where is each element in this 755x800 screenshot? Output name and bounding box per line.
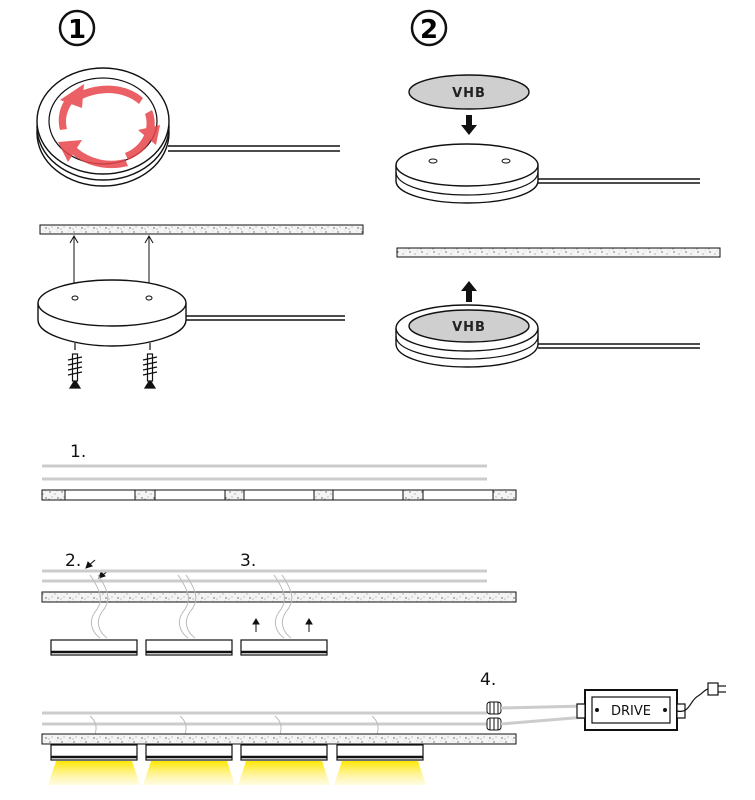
sub-step-1-label: 1. xyxy=(70,442,86,462)
light-bars-2 xyxy=(50,639,328,656)
step-2-number: 2 xyxy=(420,15,438,45)
tape-lines-1 xyxy=(42,464,487,481)
pointer-arrows xyxy=(85,559,109,579)
down-arrow-icon xyxy=(461,115,477,135)
vhb-label-bottom: VHB xyxy=(452,320,486,335)
puck-light-vhb: VHB xyxy=(395,304,700,368)
rotate-arrows-icon xyxy=(58,84,160,169)
tape-lines-2 xyxy=(42,569,487,583)
sub-step-3-label: 3. xyxy=(240,551,256,571)
tape-lines-4 xyxy=(42,711,487,726)
mounting-board-2 xyxy=(396,247,721,258)
vhb-pad-top: VHB xyxy=(408,74,530,110)
up-arrow-icon xyxy=(461,281,477,302)
puck-light-adhesive xyxy=(395,143,700,204)
drive-cables xyxy=(500,704,587,726)
light-bars-4 xyxy=(50,744,424,761)
screw-icon xyxy=(67,343,83,389)
vhb-label-top: VHB xyxy=(452,86,486,101)
channel-board-2 xyxy=(41,591,517,603)
power-plug-icon xyxy=(676,682,726,712)
light-beams xyxy=(48,761,426,785)
driver-box: DRIVE xyxy=(576,689,686,731)
connector-icon xyxy=(486,701,502,731)
channel-board-4 xyxy=(41,733,517,745)
drive-label: DRIVE xyxy=(611,704,651,719)
mounting-board-1 xyxy=(39,224,364,235)
sub-step-2-label: 2. xyxy=(65,551,81,571)
sub-step-4-label: 4. xyxy=(480,670,496,690)
step-2-badge: 2 xyxy=(410,9,448,47)
step-1-number: 1 xyxy=(68,15,86,45)
channel-board-1 xyxy=(41,489,517,501)
screw-icon xyxy=(142,343,158,389)
step-1-badge: 1 xyxy=(58,9,96,47)
puck-light-mount xyxy=(37,279,345,347)
small-up-arrows xyxy=(252,618,313,632)
wire-curves-2 xyxy=(89,574,293,639)
